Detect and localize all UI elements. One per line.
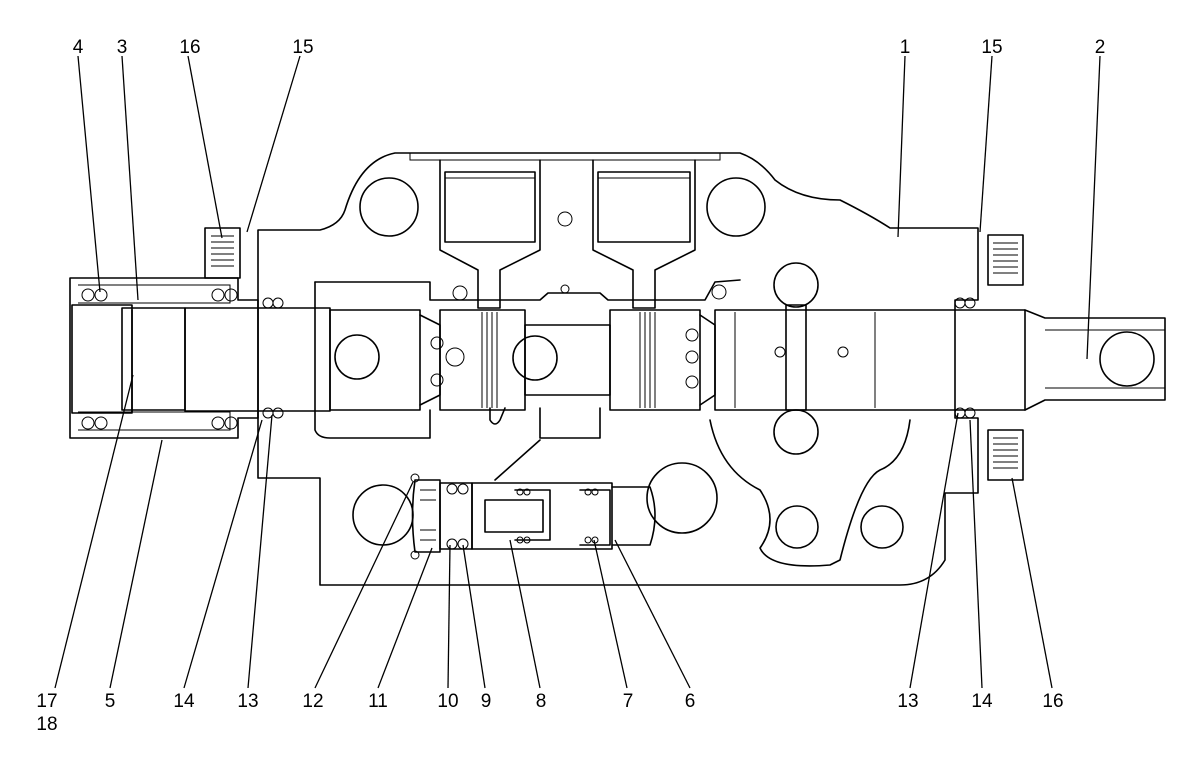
bolts [204,227,1024,481]
callout-9: 9 [481,691,492,712]
spring-housing [69,277,259,439]
callout-15-right: 15 [981,37,1002,58]
callout-6: 6 [685,691,696,712]
callout-13: 13 [237,691,258,712]
callout-4: 4 [73,37,84,58]
callouts-bottom: 17 18 5 14 13 12 11 10 9 8 7 6 13 14 16 [36,691,1063,735]
callout-7: 7 [623,691,634,712]
callout-15: 15 [292,37,313,58]
callout-12: 12 [302,691,323,712]
leader-lines [54,55,1101,689]
spool [184,262,1166,455]
callout-8: 8 [536,691,547,712]
upper-ports [439,159,696,309]
seals [262,297,976,419]
callout-1: 1 [900,37,911,58]
callouts-top: 4 3 16 15 1 15 2 [73,37,1106,58]
callout-16: 16 [179,37,200,58]
callout-14-right: 14 [971,691,993,712]
callout-17: 17 [36,691,57,712]
callout-16-right: 16 [1042,691,1063,712]
callout-5: 5 [105,691,116,712]
callout-10: 10 [437,691,458,712]
relief-valve-assembly [410,439,656,560]
callout-14: 14 [173,691,195,712]
valve-body [257,152,979,586]
callout-11: 11 [368,691,388,712]
callout-13-right: 13 [897,691,918,712]
callout-18: 18 [36,714,57,735]
callout-3: 3 [117,37,128,58]
callout-2: 2 [1095,37,1106,58]
